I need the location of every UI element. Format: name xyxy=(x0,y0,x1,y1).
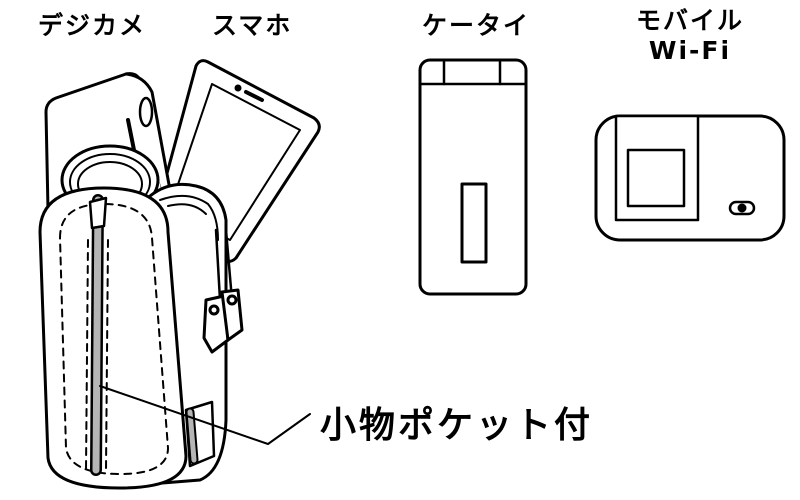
zipper-pulls xyxy=(202,228,244,354)
pocket-label: 小物ポケット付 xyxy=(320,405,594,446)
mobile-wifi-illustration xyxy=(594,114,786,242)
smartphone-label: スマホ xyxy=(212,11,293,40)
pocket-leader-line xyxy=(99,385,311,445)
mobile-wifi-label: モバイル Wi-Fi xyxy=(620,6,760,66)
flip-phone-label: ケータイ xyxy=(422,11,531,40)
camera-label: デジカメ xyxy=(38,11,147,40)
pouch-front xyxy=(38,186,188,490)
mobile-wifi-label-line2: Wi-Fi xyxy=(648,36,732,65)
mobile-wifi-label-line1: モバイル xyxy=(635,6,744,35)
flip-phone-illustration xyxy=(418,58,528,296)
